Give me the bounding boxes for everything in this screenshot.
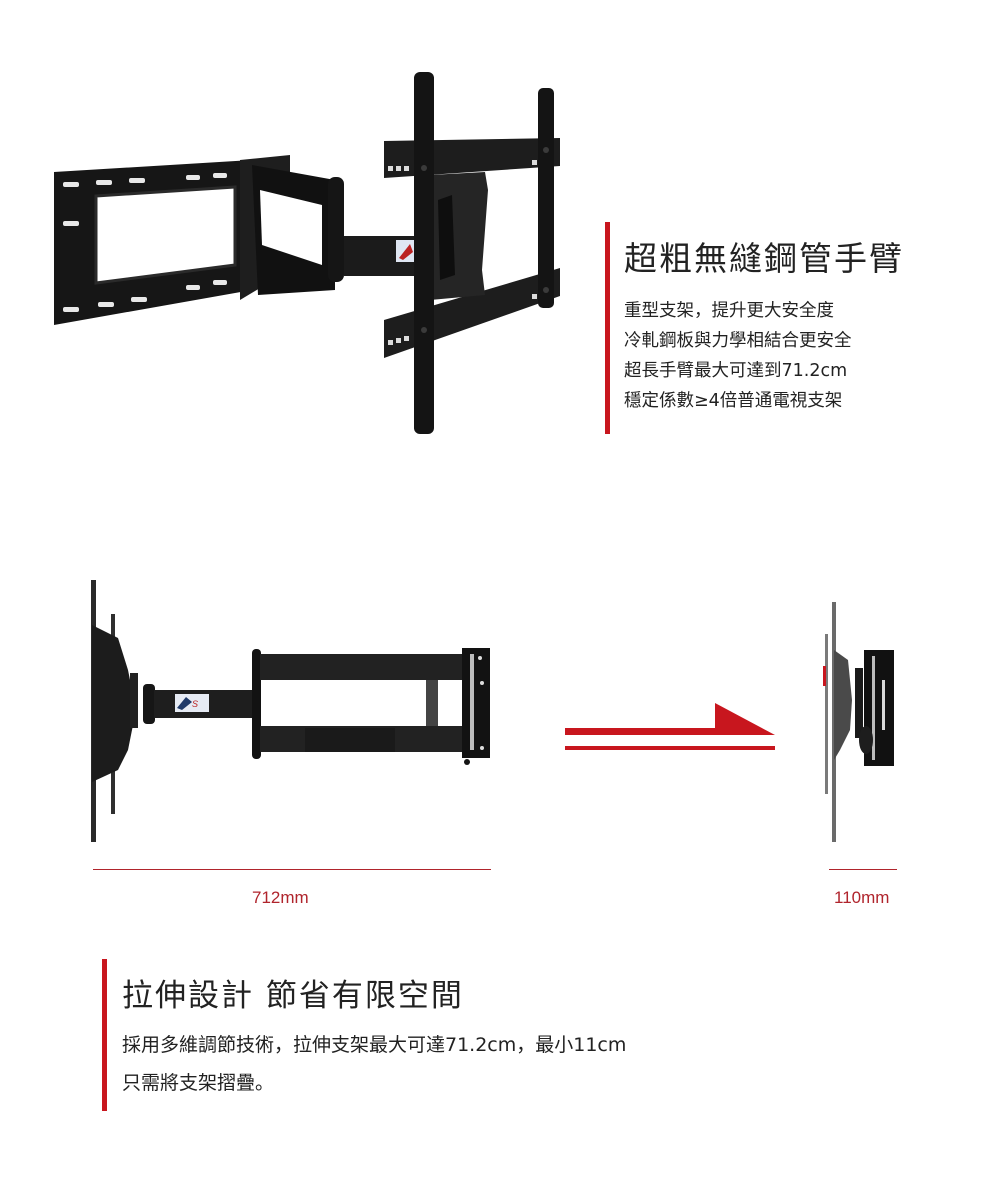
svg-text:S: S [192,699,198,709]
dimension-label-folded: 110mm [834,888,890,907]
dimension-line-folded [829,869,897,870]
feature-description-bottom: 採用多維調節技術，拉伸支架最大可達71.2cm，最小11cm 只需將支架摺疊。 [122,1026,626,1102]
feature-line: 採用多維調節技術，拉伸支架最大可達71.2cm，最小11cm [122,1034,627,1056]
fold-arrow-icon [565,703,775,750]
feature-title-top: 超粗無縫鋼管手臂 [624,239,904,278]
feature-line: 穩定係數≥4倍普通電視支架 [624,391,843,411]
feature-line: 只需將支架摺疊。 [122,1072,275,1094]
feature-title-bottom: 拉伸設計 節省有限空間 [122,978,464,1014]
feature-description-top: 重型支架，提升更大安全度 冷軋鋼板與力學相結合更安全 超長手臂最大可達到71.2… [624,296,852,416]
dimension-line-extended [93,869,491,870]
dimension-label-extended: 712mm [252,888,309,907]
product-image-wall-mount-angled [54,72,560,434]
feature-line: 超長手臂最大可達到71.2cm [624,361,848,381]
feature-line: 冷軋鋼板與力學相結合更安全 [624,331,852,351]
feature-line: 重型支架，提升更大安全度 [624,301,834,321]
product-image-folded [823,602,894,842]
accent-bar-top [605,222,610,434]
accent-bar-bottom [102,959,107,1111]
product-image-extended: S [91,580,490,842]
